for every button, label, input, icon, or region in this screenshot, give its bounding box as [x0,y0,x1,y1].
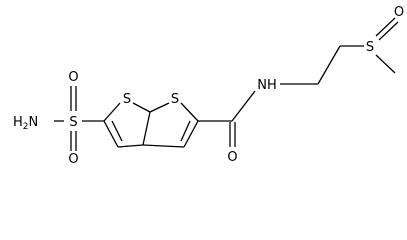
bond-c3a-c4 [117,144,144,148]
bond-s-methyl [375,54,396,74]
bond-c4-c5-inner [111,120,123,142]
atom-o-sulfoxide: O [394,5,404,20]
bond-c6a-s2 [149,102,170,113]
atom-nh: NH [257,78,277,93]
atom-s-ring-left: S [123,92,131,107]
bond-s2-c2 [180,102,199,122]
bond-c4-c5 [103,120,119,148]
bond-carbonyl-n [231,90,256,122]
atom-o-carbonyl: O [227,150,237,165]
bond-c3-c3a [142,144,185,148]
bond-s-o-b [378,21,399,41]
atom-nh2: H2N [13,115,38,132]
bond-set [54,17,399,151]
bond-c2-c3-inner [180,120,191,142]
structure-diagram: H2N S O O S S NH O S O [13,5,404,167]
bond-c2-c3 [183,120,199,148]
bond-c5-s1 [103,102,121,122]
bond-c6a-c3a [142,111,151,146]
atom-s-ring-right: S [171,92,179,107]
bond-s1-c6a [132,102,151,113]
atom-s-sulfonamide: S [69,115,77,130]
bond-ch2-ch2 [317,45,341,85]
atom-o-bottom: O [68,152,78,167]
bond-s-o-a [375,17,396,37]
atom-s-sulfoxide: S [366,40,374,55]
atom-o-top: O [68,70,78,85]
